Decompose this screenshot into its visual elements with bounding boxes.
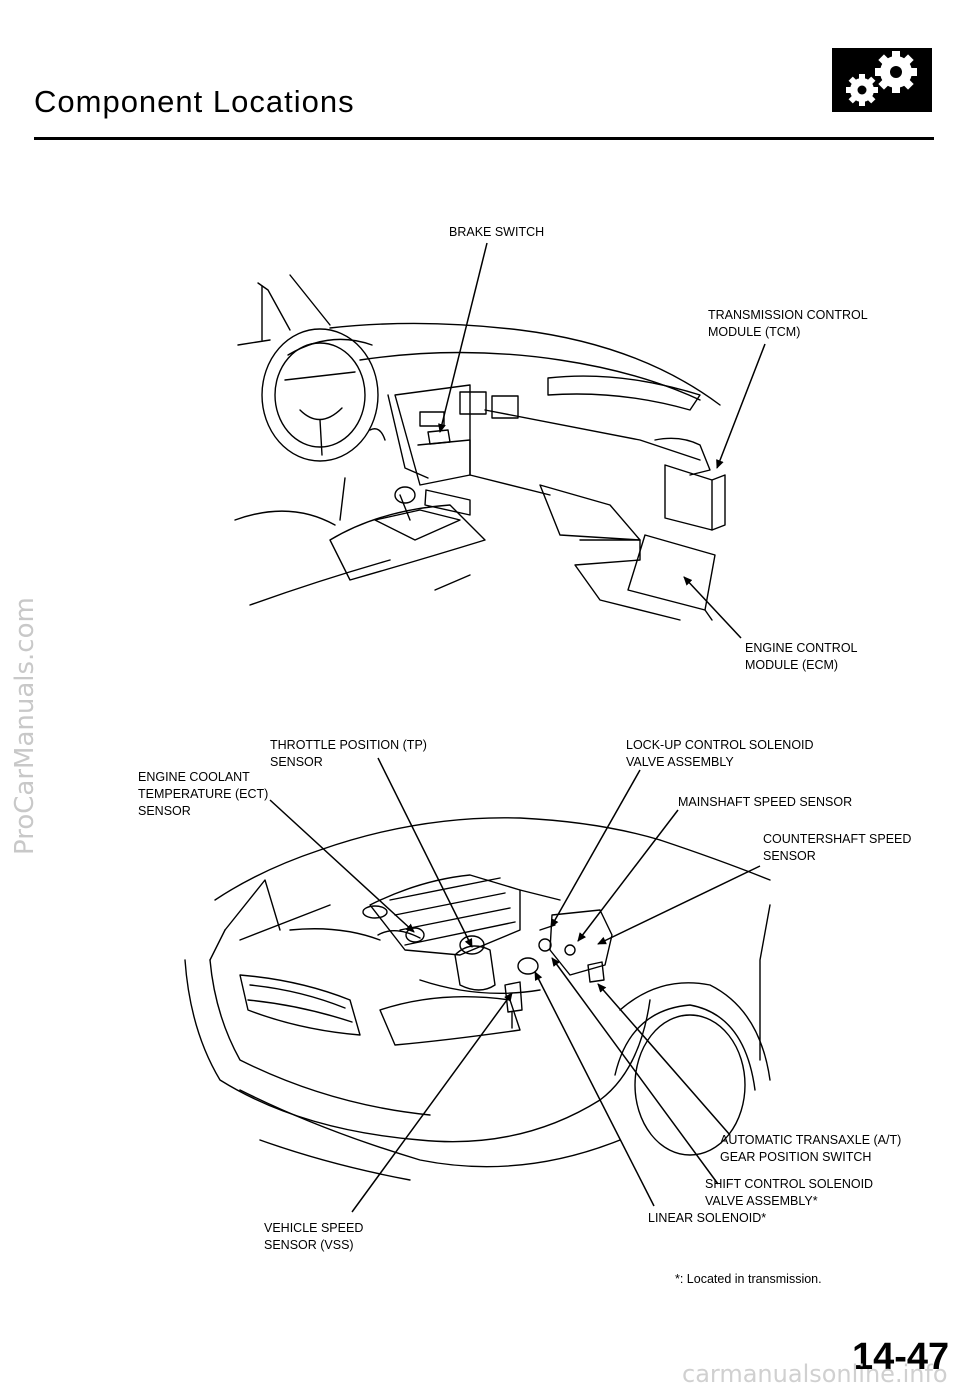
label-text: LINEAR SOLENOID*: [648, 1211, 767, 1225]
leader-ecm: [683, 576, 742, 639]
label-text: COUNTERSHAFT SPEED: [763, 832, 912, 846]
label-lockup-solenoid: LOCK-UP CONTROL SOLENOID VALVE ASSEMBLY: [626, 737, 814, 771]
label-text: AUTOMATIC TRANSAXLE (A/T): [720, 1133, 902, 1147]
leader-vss: [351, 992, 513, 1213]
label-text: BRAKE SWITCH: [449, 225, 545, 239]
label-text: MODULE (TCM): [708, 325, 801, 339]
label-ect-sensor: ENGINE COOLANT TEMPERATURE (ECT) SENSOR: [138, 769, 268, 820]
label-text: VALVE ASSEMBLY: [626, 755, 734, 769]
label-tcm: TRANSMISSION CONTROL MODULE (TCM): [708, 307, 868, 341]
leader-lines: [269, 242, 766, 1213]
leader-linear-solenoid: [534, 971, 655, 1207]
label-tp-sensor: THROTTLE POSITION (TP) SENSOR: [270, 737, 427, 771]
leader-shift-solenoid: [551, 957, 719, 1185]
title-rule: [34, 137, 934, 140]
leader-at-switch: [597, 983, 731, 1136]
footnote: *: Located in transmission.: [675, 1272, 822, 1286]
leader-tcm: [716, 343, 766, 469]
label-text: SENSOR: [270, 755, 323, 769]
page-number: 14-47: [852, 1336, 950, 1378]
leader-tp: [377, 757, 473, 948]
label-text: SENSOR: [138, 804, 191, 818]
label-linear-solenoid: LINEAR SOLENOID*: [648, 1210, 766, 1227]
label-shift-solenoid: SHIFT CONTROL SOLENOID VALVE ASSEMBLY*: [705, 1176, 873, 1210]
side-watermark: ProCarManuals.com: [10, 597, 40, 855]
label-text: SENSOR (VSS): [264, 1238, 354, 1252]
label-text: THROTTLE POSITION (TP): [270, 738, 427, 752]
engine-bay-drawing: [184, 817, 771, 1181]
label-text: MAINSHAFT SPEED SENSOR: [678, 795, 853, 809]
leader-ect: [269, 799, 415, 933]
label-text: ENGINE CONTROL: [745, 641, 858, 655]
label-text: SHIFT CONTROL SOLENOID: [705, 1177, 874, 1191]
label-text: VEHICLE SPEED: [264, 1221, 364, 1235]
leader-brake-switch: [438, 242, 488, 433]
page-title: Component Locations: [34, 84, 355, 119]
leader-lockup: [550, 769, 641, 928]
label-text: GEAR POSITION SWITCH: [720, 1150, 872, 1164]
footer-watermark: carmanualsonline.info: [682, 1360, 948, 1388]
label-text: ENGINE COOLANT: [138, 770, 250, 784]
label-text: TEMPERATURE (ECT): [138, 787, 269, 801]
label-countershaft-sensor: COUNTERSHAFT SPEED SENSOR: [763, 831, 911, 865]
gears-icon: [832, 48, 932, 112]
leader-mainshaft: [577, 809, 679, 942]
label-at-gear-switch: AUTOMATIC TRANSAXLE (A/T) GEAR POSITION …: [720, 1132, 901, 1166]
label-text: TRANSMISSION CONTROL: [708, 308, 868, 322]
label-ecm: ENGINE CONTROL MODULE (ECM): [745, 640, 858, 674]
dashboard-drawing: [234, 274, 726, 621]
label-vss: VEHICLE SPEED SENSOR (VSS): [264, 1220, 363, 1254]
label-text: SENSOR: [763, 849, 816, 863]
label-text: VALVE ASSEMBLY*: [705, 1194, 818, 1208]
label-text: MODULE (ECM): [745, 658, 839, 672]
label-brake-switch: BRAKE SWITCH: [449, 224, 544, 241]
leader-countershaft: [597, 865, 761, 945]
label-text: LOCK-UP CONTROL SOLENOID: [626, 738, 814, 752]
label-mainshaft-sensor: MAINSHAFT SPEED SENSOR: [678, 794, 852, 811]
